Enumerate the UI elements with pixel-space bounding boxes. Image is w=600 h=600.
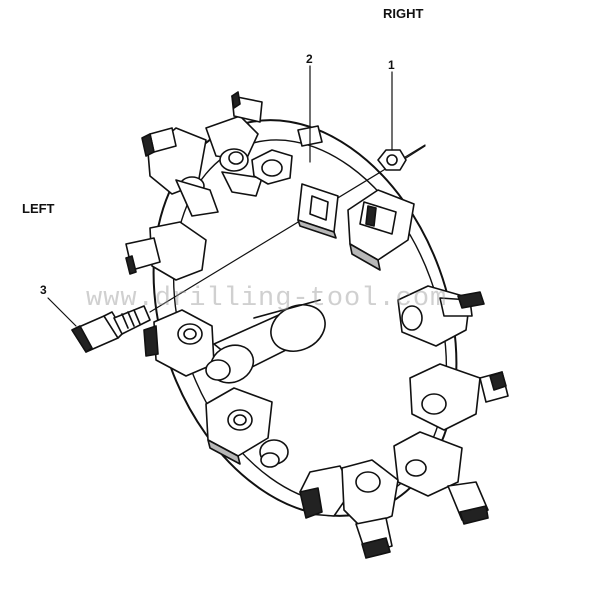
pin-cylinder (205, 299, 326, 384)
cutter-block-top-3 (251, 125, 323, 185)
cutter-block-right-1 (347, 189, 415, 271)
cutter-block-left-1 (125, 221, 207, 281)
cutter-block-bottom-1 (299, 465, 353, 519)
cutter-block-right-2 (397, 285, 485, 347)
callout-number-1: 1 (388, 58, 395, 72)
assembly-line (149, 144, 426, 313)
socket-block (297, 183, 339, 239)
cutter-block-right-3 (409, 363, 509, 431)
hex-nut (377, 149, 407, 171)
right-side-label: RIGHT (383, 6, 424, 21)
callout-number-2: 2 (306, 52, 313, 66)
callout-number-3: 3 (40, 283, 47, 297)
bolt-lower (259, 439, 289, 468)
cutter-block-bottom-2 (341, 459, 399, 559)
leader-line-3 (47, 297, 77, 327)
cutter-block-bottom-right (393, 431, 489, 525)
cutter-block-left-2 (143, 309, 215, 377)
loose-cutter-tooth (71, 305, 151, 353)
cutter-block-left-3 (205, 387, 273, 465)
cutter-block-top-2 (205, 91, 263, 197)
cutter-block-top-1 (141, 127, 219, 217)
left-side-label: LEFT (22, 201, 55, 216)
